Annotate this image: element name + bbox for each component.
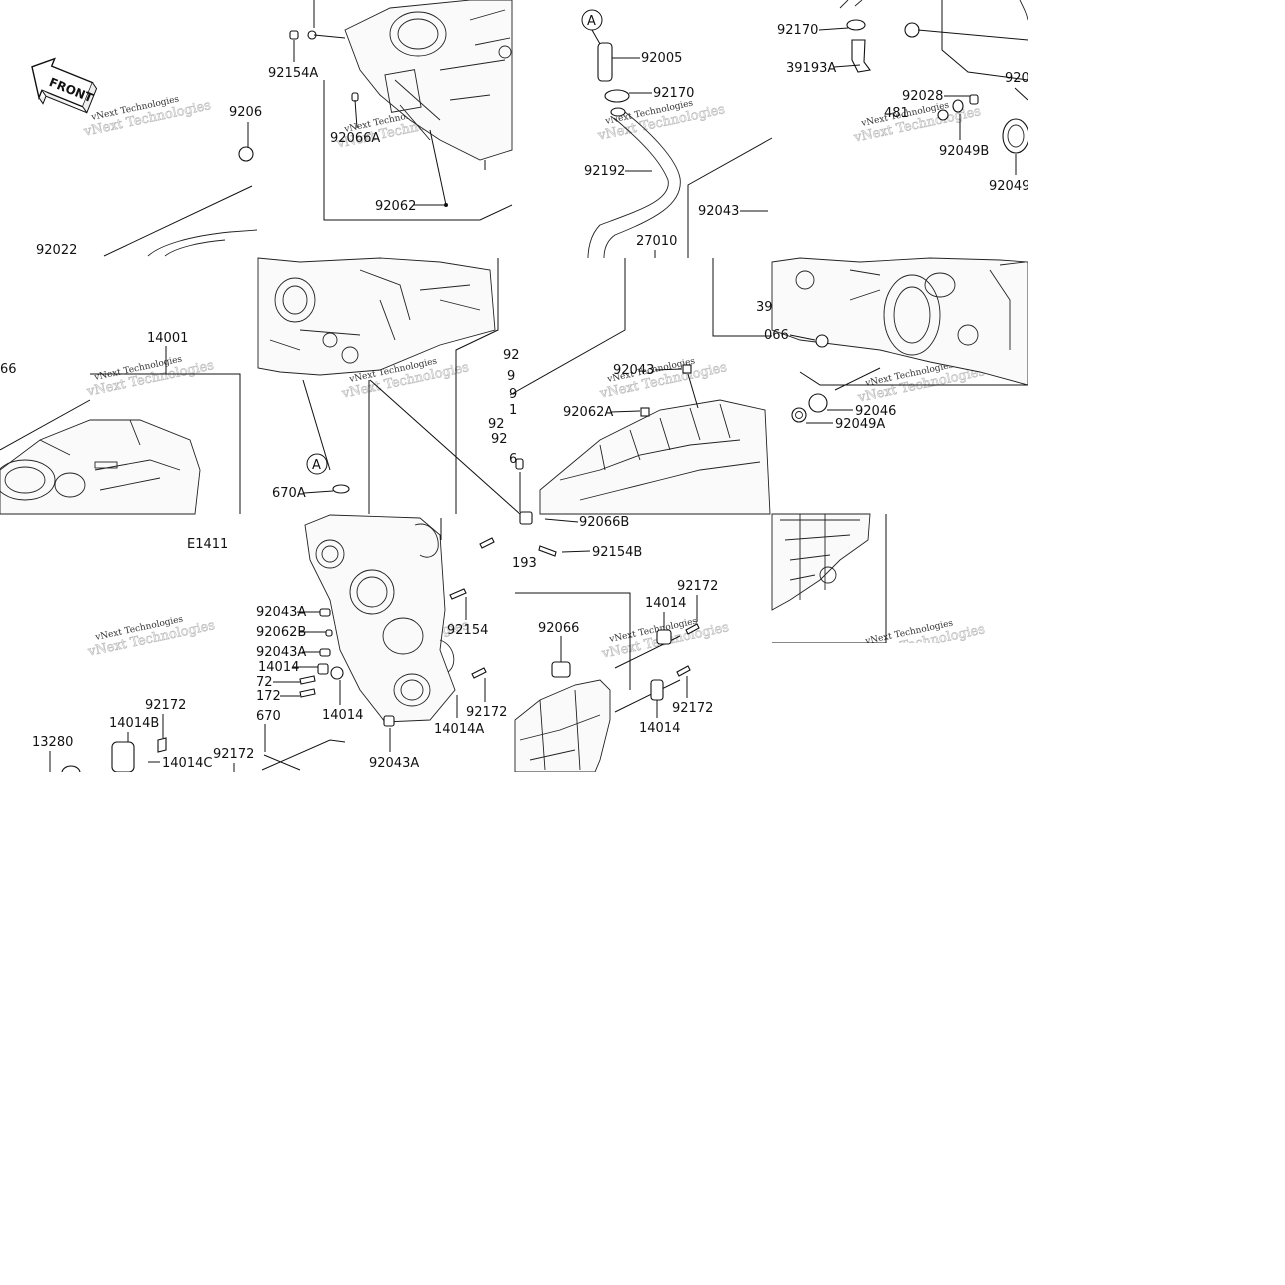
- part-label: 92066B: [579, 515, 629, 530]
- part-label: 92049A: [835, 417, 885, 432]
- bolts-sketch: [157, 537, 700, 753]
- part-label: 92154: [447, 623, 488, 638]
- part-label-partial: 670: [256, 709, 281, 724]
- part-label: 92172: [677, 579, 718, 594]
- part-label: 92172: [672, 701, 713, 716]
- oil-cooler-sketch: [839, 0, 1029, 101]
- part-label: 92049: [989, 179, 1030, 194]
- part-label-partial: 481: [884, 106, 909, 121]
- engine-sketches: [0, 0, 1030, 773]
- part-label: 39193A: [786, 61, 836, 76]
- part-label: 92043: [613, 363, 654, 378]
- part-label: 14014: [322, 708, 363, 723]
- crankcase-lower-sketch: [509, 137, 773, 515]
- part-label-partial: 92: [491, 432, 508, 447]
- part-label: 92005: [641, 51, 682, 66]
- callout-a-middle: A: [306, 453, 328, 475]
- part-label: 92043A: [369, 756, 419, 771]
- part-label: 92043A: [256, 605, 306, 620]
- gasket-sketch: [103, 185, 258, 257]
- part-label: 92043A: [256, 645, 306, 660]
- part-label-partial: 193: [512, 556, 537, 571]
- cylinder-block-sketch: [323, 0, 513, 221]
- part-label: 92062A: [563, 405, 613, 420]
- part-label: 14001: [147, 331, 188, 346]
- part-label: 14014: [258, 660, 299, 675]
- part-label: 92028: [902, 89, 943, 104]
- part-label-partial: 72: [256, 675, 273, 690]
- part-label-partial: 9206: [229, 105, 262, 120]
- part-label-partial: 66: [0, 362, 17, 377]
- part-label: 92062: [375, 199, 416, 214]
- crankcase-center-sketch: [257, 257, 521, 515]
- part-label: 27010: [636, 234, 677, 249]
- part-label: 92192: [584, 164, 625, 179]
- part-label: 92043: [698, 204, 739, 219]
- part-label: 14014B: [109, 716, 159, 731]
- part-labels: 92154A 92066A 92062 9206 92022 92005 921…: [0, 0, 1030, 772]
- part-label: 92062B: [256, 625, 306, 640]
- crankcase-right-sketch: [771, 257, 1029, 391]
- part-label: 92172: [145, 698, 186, 713]
- part-label-partial: 066: [764, 328, 789, 343]
- part-label: 92154A: [268, 66, 318, 81]
- part-label: 92022: [36, 243, 77, 258]
- front-arrow-icon: FRONT: [31, 57, 98, 114]
- part-label-partial: 9: [509, 387, 517, 402]
- part-label: 14014A: [434, 722, 484, 737]
- callout-a-top: A: [581, 9, 603, 45]
- part-label: 92170: [653, 86, 694, 101]
- part-label-partial: 92: [503, 348, 520, 363]
- part-label-partial: 92: [488, 417, 505, 432]
- part-label: 92066: [538, 621, 579, 636]
- part-label: 92172: [466, 705, 507, 720]
- part-label: 13280: [32, 735, 73, 750]
- part-label: 14014: [639, 721, 680, 736]
- part-label: 670A: [272, 486, 306, 501]
- part-label-partial: 6: [509, 452, 517, 467]
- part-label-partial: 1: [509, 403, 517, 418]
- callout-letter: A: [587, 14, 596, 29]
- watermark-layer: vNext Technologies vNext Technologies vN…: [82, 94, 987, 664]
- oil-hose-sketch: [587, 111, 681, 259]
- seal-rings-sketch: [61, 19, 1030, 773]
- diagram-code: E1411: [187, 537, 228, 552]
- part-label: 92049B: [939, 144, 989, 159]
- part-label: 14014: [645, 596, 686, 611]
- part-label-partial: 9: [507, 369, 515, 384]
- part-label: 14014C: [162, 756, 212, 771]
- crankcase-upper-left-sketch: [0, 373, 241, 515]
- part-label-partial: 39: [756, 300, 773, 315]
- part-label-partial: 920: [1005, 71, 1030, 86]
- part-label-partial: 172: [256, 689, 281, 704]
- crankcase-bottom-right-sketch: [771, 513, 887, 644]
- part-label: 92046: [855, 404, 896, 419]
- part-label: 92170: [777, 23, 818, 38]
- part-label: 92066A: [330, 131, 380, 146]
- timing-cover-sketch: [261, 514, 456, 771]
- part-label: 92154B: [592, 545, 642, 560]
- callout-letter: A: [312, 458, 321, 473]
- part-label: 92172: [213, 747, 254, 762]
